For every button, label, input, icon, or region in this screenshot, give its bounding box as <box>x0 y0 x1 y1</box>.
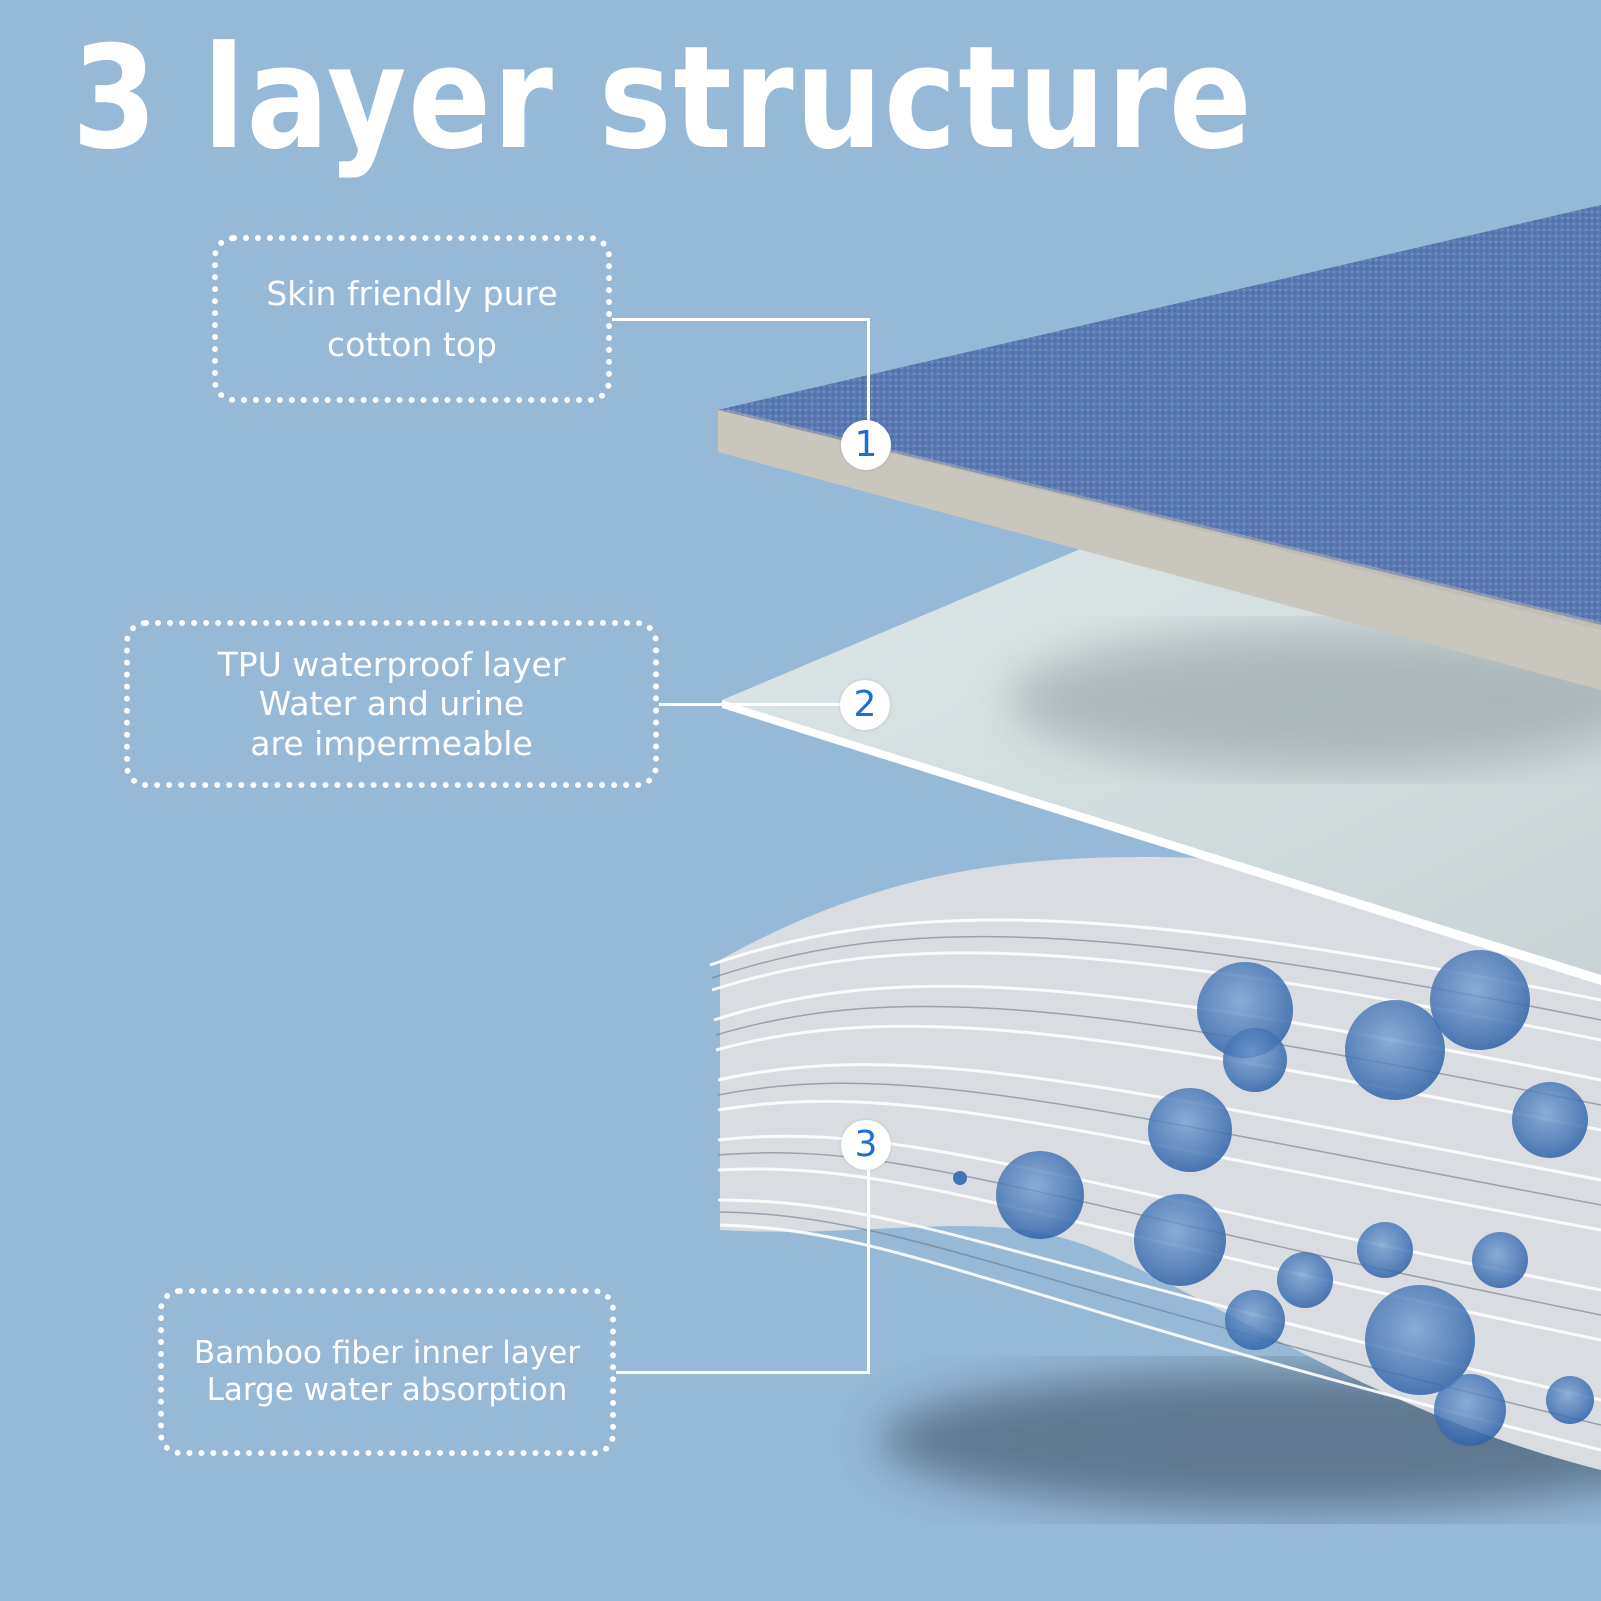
callout-tpu-waterproof: TPU waterproof layer Water and urine are… <box>124 620 659 788</box>
page-title: 3 layer structure <box>72 16 1254 181</box>
bamboo-fiber-layer <box>709 856 1601 1470</box>
marker-1: 1 <box>841 420 891 470</box>
callout-text: TPU waterproof layer <box>217 644 566 684</box>
leader-line-1 <box>867 318 870 430</box>
callout-text: Large water absorption <box>206 1372 568 1408</box>
callout-bamboo-fiber: Bamboo fiber inner layer Large water abs… <box>158 1288 616 1456</box>
callout-text: are impermeable <box>250 723 533 763</box>
callout-text: Bamboo fiber inner layer <box>193 1334 581 1371</box>
marker-3: 3 <box>841 1120 891 1170</box>
cotton-top-layer <box>718 205 1601 690</box>
callout-text: Water and urine <box>258 684 525 724</box>
tpu-waterproof-layer <box>722 545 1601 985</box>
leader-line-3 <box>867 1166 870 1374</box>
water-droplets <box>953 950 1594 1446</box>
callout-text: Skin friendly pure <box>266 273 558 313</box>
callout-text: cotton top <box>327 325 497 364</box>
leader-line-1 <box>612 318 870 321</box>
leader-line-3 <box>616 1371 870 1374</box>
leader-line-2 <box>659 703 844 706</box>
callout-cotton-top: Skin friendly pure cotton top <box>212 235 612 403</box>
marker-2: 2 <box>840 680 890 730</box>
